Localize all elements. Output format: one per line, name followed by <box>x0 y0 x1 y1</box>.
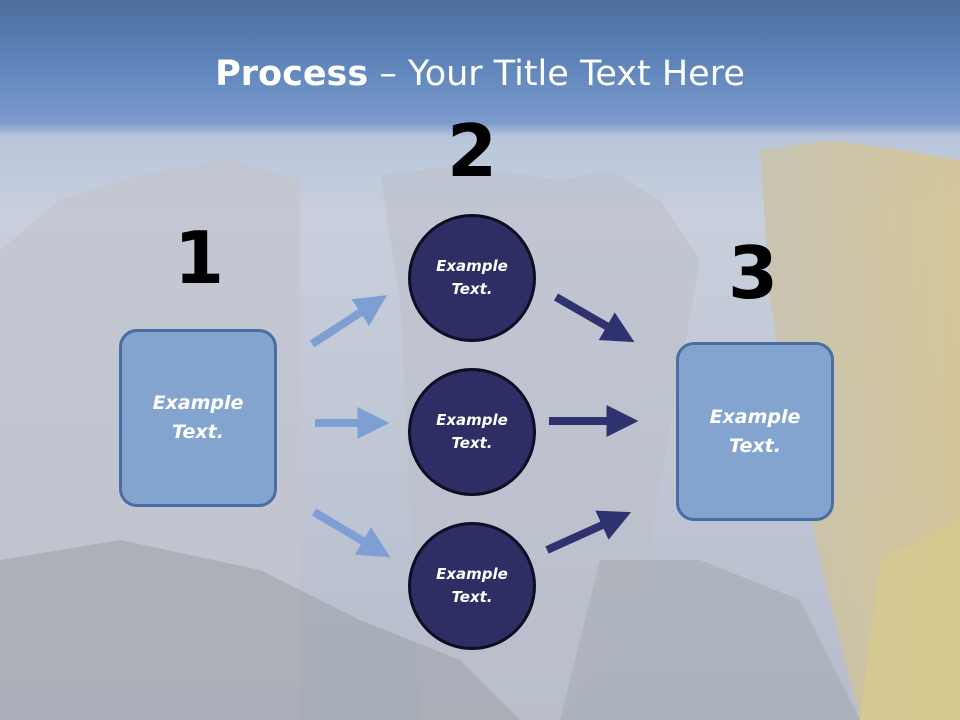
title-rest: – Your Title Text Here <box>368 54 745 94</box>
step-1-text: Example Text. <box>152 392 244 443</box>
step-2-circle-middle: Example Text. <box>408 368 536 496</box>
arrow-2-to-3-top <box>554 293 635 343</box>
step-2-circle-bottom: Example Text. <box>408 522 536 650</box>
step-number-3: 3 <box>727 231 779 315</box>
step-2-text-bottom: Example Text. <box>436 565 508 606</box>
arrow-1-to-2-bottom <box>311 508 391 558</box>
arrow-2-to-3-bottom <box>545 510 632 554</box>
step-1-box: Example Text. <box>119 329 277 507</box>
title-bold: Process <box>215 54 369 94</box>
slide-title: Process – Your Title Text Here <box>0 52 960 96</box>
step-2-text-middle: Example Text. <box>436 411 508 452</box>
step-number-1: 1 <box>173 216 225 300</box>
step-3-box: Example Text. <box>676 342 834 521</box>
step-2-circle-top: Example Text. <box>408 214 536 342</box>
step-3-text: Example Text. <box>709 405 801 457</box>
arrow-1-to-2-top <box>309 295 388 348</box>
step-number-2: 2 <box>446 109 498 193</box>
step-2-text-top: Example Text. <box>436 257 508 298</box>
